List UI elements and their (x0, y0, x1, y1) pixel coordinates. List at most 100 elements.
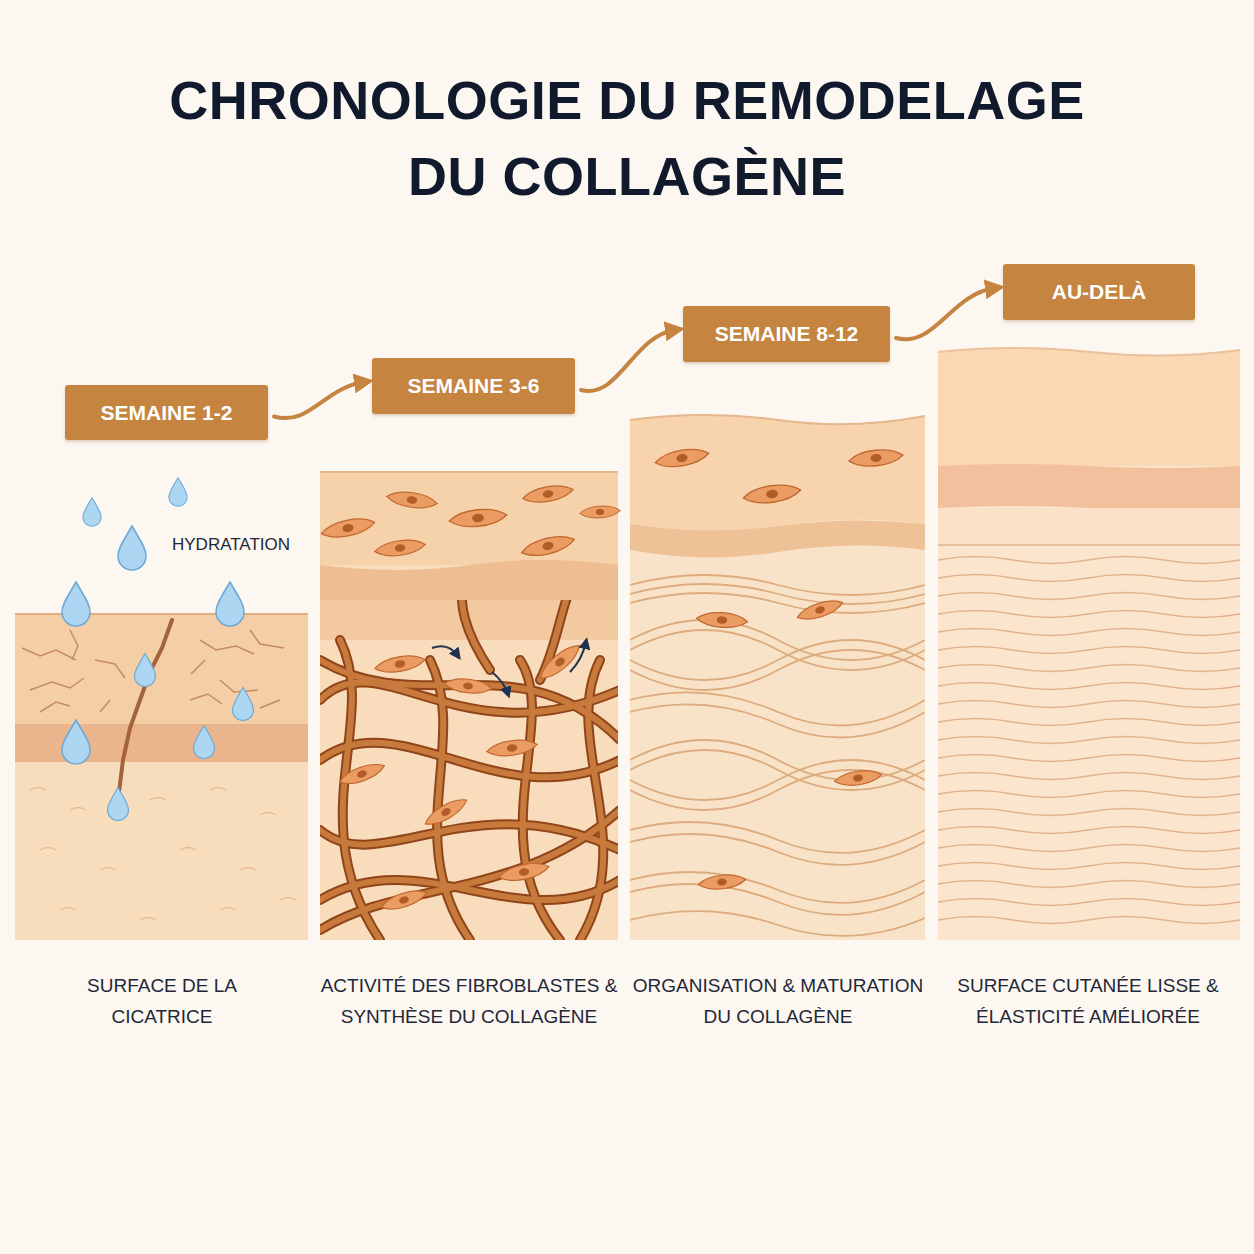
smooth-skin-panel-part (938, 647, 1240, 654)
fibroblast-panel-part (320, 600, 618, 940)
smooth-skin-panel-part (938, 737, 1240, 744)
maturation-panel-part (833, 768, 882, 788)
maturation-panel-part (630, 872, 925, 903)
maturation-panel-part (630, 692, 925, 725)
fibroblast-panel-part (337, 759, 386, 788)
maturation-panel-part (630, 760, 925, 800)
scar-panel-part (62, 582, 90, 626)
fibroblast-panel-part (522, 482, 575, 505)
maturation-panel-part (630, 884, 925, 915)
smooth-skin-panel-part (938, 917, 1240, 924)
scar-panel-part (135, 654, 156, 687)
maturation-panel-part (630, 630, 925, 670)
scar-panel-part (30, 788, 296, 921)
scar-panel-part (15, 724, 308, 762)
smooth-skin-panel (938, 348, 1240, 940)
smooth-skin-panel-part (938, 791, 1240, 798)
arrow-connector (581, 330, 675, 391)
stage-box: SEMAINE 3-6 (372, 358, 575, 414)
stage-caption: ACTIVITÉ DES FIBROBLASTES & SYNTHÈSE DU … (314, 970, 624, 1032)
fibroblast-panel-part (579, 505, 621, 520)
smooth-skin-panel-part (938, 755, 1240, 762)
arrow-connector (896, 288, 995, 339)
fibroblast-panel-part (448, 507, 507, 530)
fibroblast-panel-part (422, 794, 470, 830)
stage-caption: SURFACE CUTANÉE LISSE & ÉLASTICITÉ AMÉLI… (938, 970, 1238, 1032)
fibroblast-panel-part (462, 600, 490, 670)
smooth-skin-panel-part (938, 629, 1240, 636)
smooth-skin-panel-part (938, 557, 1240, 564)
maturation-panel (630, 415, 925, 940)
stage-box: AU-DELÀ (1003, 264, 1195, 320)
maturation-panel-part (630, 822, 925, 853)
maturation-panel-part (630, 520, 925, 557)
smooth-skin-panel-part (938, 348, 1240, 356)
smooth-skin-panel-part (938, 701, 1240, 708)
maturation-panel-part (630, 415, 925, 940)
maturation-panel-part (630, 593, 925, 613)
smooth-skin-panel-part (938, 464, 1240, 510)
fibroblast-panel-part (580, 660, 603, 940)
smooth-skin-panel-part (938, 348, 1240, 940)
fibroblast-panel (320, 472, 621, 940)
fibroblast-panel-part (486, 737, 539, 759)
maturation-panel-part (848, 447, 904, 468)
stage-label: SEMAINE 3-6 (408, 373, 540, 399)
maturation-panel-part (630, 834, 925, 865)
scar-panel-part (194, 726, 215, 759)
fibroblast-panel-part (520, 532, 577, 560)
stage-caption: ORGANISATION & MATURATION DU COLLAGÈNE (628, 970, 928, 1032)
fibroblast-panel-part (570, 642, 586, 672)
smooth-skin-panel-part (938, 611, 1240, 618)
smooth-skin-panel-part (938, 348, 1240, 466)
fibroblast-panel-part (320, 660, 618, 740)
fibroblast-panel-part (492, 672, 508, 694)
scar-panel-part (83, 498, 101, 527)
smooth-skin-panel-part (938, 665, 1240, 672)
fibroblast-panel-part (320, 810, 618, 930)
fibroblast-panel-part (462, 600, 490, 670)
stage-label: SEMAINE 8-12 (715, 321, 859, 347)
fibroblast-panel-part (498, 860, 551, 885)
maturation-panel-part (698, 873, 747, 892)
scar-panel-part (15, 762, 308, 940)
scar-panel-part (169, 478, 187, 507)
fibroblast-panel-part (379, 886, 428, 914)
smooth-skin-panel-part (938, 545, 1240, 924)
smooth-skin-panel-part (938, 508, 1240, 545)
scar-panel-part (119, 620, 172, 792)
stage-box: SEMAINE 8-12 (683, 306, 890, 362)
stage-caption: SURFACE DE LA CICATRICE (62, 970, 262, 1032)
stage-label: AU-DELÀ (1052, 279, 1147, 305)
scar-panel-part (108, 788, 129, 821)
maturation-panel-part (696, 611, 748, 629)
maturation-panel-part (742, 482, 802, 506)
maturation-panel-part (630, 650, 925, 690)
fibroblast-panel-part (432, 646, 458, 656)
fibroblast-panel-part (320, 600, 618, 940)
smooth-skin-panel-part (938, 827, 1240, 834)
scar-panel-part (30, 788, 296, 921)
maturation-panel-part (630, 575, 925, 936)
smooth-skin-panel-part (938, 593, 1240, 600)
fibroblast-panel-part (320, 810, 618, 930)
fibroblast-panel-part (444, 677, 493, 696)
smooth-skin-panel-part (938, 845, 1240, 852)
scar-panel-part (15, 614, 308, 940)
fibroblast-panel-part (320, 600, 618, 940)
arrow-connector (274, 382, 364, 418)
annotation-label: HYDRATATION (172, 534, 322, 556)
smooth-skin-panel-part (938, 881, 1240, 888)
fibroblast-panel-part (520, 660, 560, 940)
maturation-panel-part (630, 750, 925, 790)
stage-label: SEMAINE 1-2 (101, 400, 233, 426)
scar-panel-part (118, 526, 146, 570)
smooth-skin-panel-part (938, 719, 1240, 726)
smooth-skin-panel-part (938, 899, 1240, 906)
fibroblast-panel-part (374, 652, 427, 675)
smooth-skin-panel-part (938, 683, 1240, 690)
smooth-skin-panel-part (938, 809, 1240, 816)
fibroblast-panel-part (340, 640, 380, 940)
smooth-skin-panel-part (938, 544, 1240, 546)
